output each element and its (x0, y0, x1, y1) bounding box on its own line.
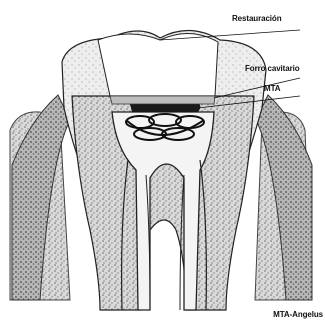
label-forro-cavitario: Forro cavitario (245, 64, 300, 73)
figure-caption: MTA-Angelus (273, 310, 323, 319)
cavity-liner (110, 96, 215, 104)
label-restauracion: Restauración (232, 14, 281, 23)
restoration-filling (98, 33, 218, 96)
label-mta: MTA (264, 84, 280, 93)
